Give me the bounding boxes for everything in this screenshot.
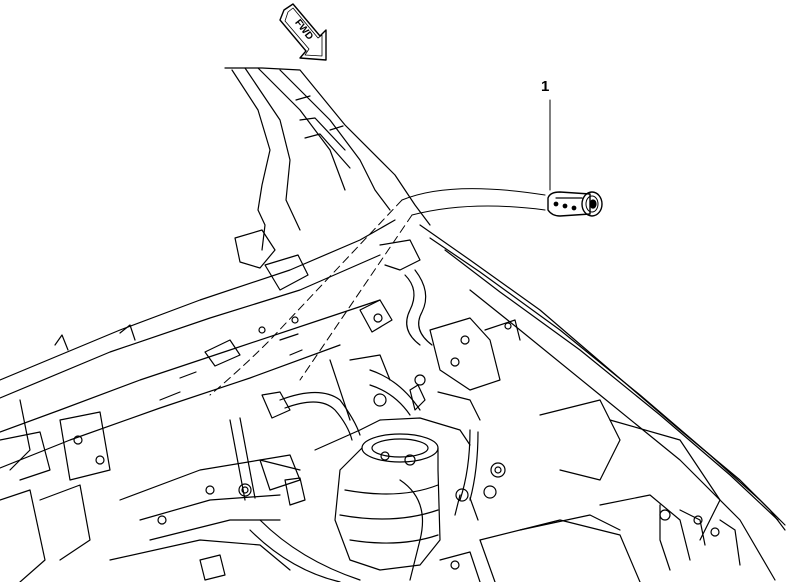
engine-components-lower-left [0, 455, 305, 582]
callout-number-1: 1 [541, 78, 550, 95]
detail-outline-top [402, 189, 545, 200]
cowl-panel [0, 220, 395, 480]
hoses-wires [250, 375, 505, 582]
detail-outline-mid [412, 206, 545, 215]
fuse-box [440, 495, 740, 582]
mid-structure [230, 240, 480, 500]
fwd-arrow: FWD [280, 4, 326, 60]
mount-bracket [430, 318, 520, 390]
grommet-part-1 [548, 192, 602, 216]
a-pillar-panel [225, 68, 430, 290]
shock-tower [315, 418, 470, 570]
fender-edge [420, 225, 785, 580]
